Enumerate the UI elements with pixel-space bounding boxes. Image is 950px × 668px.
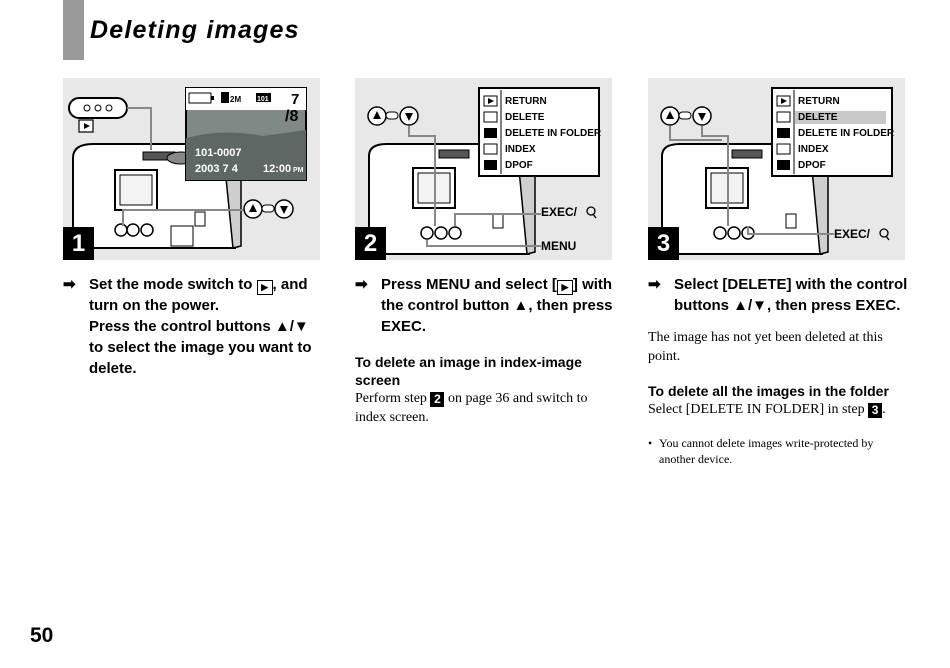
menu-label: MENU — [541, 239, 576, 253]
arrow-icon: ➡ — [63, 276, 76, 293]
index-screen-heading: To delete an image in index-image screen — [355, 354, 582, 388]
index-body-a: Perform step — [355, 391, 431, 406]
page-number: 50 — [30, 624, 54, 647]
playback-icon: ▶ — [556, 280, 573, 295]
bullet-dot: • — [648, 436, 653, 450]
menu-item-dpof: DPOF — [505, 160, 533, 171]
step-1-text-b: , and turn on the power. — [89, 276, 308, 314]
control-buttons-icon — [660, 106, 712, 126]
step-ref-badge: 2 — [430, 392, 445, 407]
arrow-icon: ➡ — [648, 276, 661, 293]
illustration-step-1: 2M 101 7 /8 101-0007 2003 7 4 12:00 PM 1 — [63, 78, 320, 260]
lcd-file-number: 101-0007 — [195, 147, 242, 159]
title-bar-accent — [63, 0, 84, 60]
menu-item-index: INDEX — [798, 144, 829, 155]
page-title: Deleting images — [90, 16, 300, 44]
exec-label: EXEC/ — [541, 205, 578, 219]
illustration-step-2: EXEC/ MENU RETURN DELETE DELETE IN FOLDE… — [355, 78, 612, 260]
step-1-text-a: Set the mode switch to — [89, 276, 257, 293]
menu-item-index: INDEX — [505, 144, 536, 155]
step-1-instructions: ➡ Set the mode switch to ▶, and turn on … — [63, 274, 325, 379]
step-3-text: Select [DELETE] with the control buttons… — [674, 276, 908, 314]
arrow-icon: ➡ — [355, 276, 368, 293]
step-badge-3: 3 — [648, 227, 679, 260]
index-screen-body: Perform step 2 on page 36 and switch to … — [355, 389, 617, 427]
lcd-time-suffix: PM — [293, 167, 304, 174]
lcd-time: 12:00 — [263, 163, 291, 175]
lcd-counter-top: 7 — [291, 91, 299, 108]
menu-item-delete: DELETE — [798, 112, 838, 123]
menu-item-dpof: DPOF — [798, 160, 826, 171]
step-1-text-c: Press the control buttons ▲/▼ to select … — [89, 318, 312, 377]
lcd-counter-bottom: /8 — [285, 108, 298, 125]
camera-illustration-1: 2M 101 7 /8 101-0007 2003 7 4 12:00 PM — [68, 87, 307, 249]
step-badge-2: 2 — [355, 227, 386, 260]
lcd-image-size: 2M — [230, 95, 241, 104]
control-buttons-icon — [367, 106, 419, 126]
exec-label: EXEC/ — [834, 227, 871, 241]
menu-item-return: RETURN — [798, 96, 840, 107]
delete-folder-body-a: Select [DELETE IN FOLDER] in step — [648, 402, 869, 417]
menu-highlight — [795, 111, 886, 124]
lcd-date: 2003 7 4 — [195, 163, 239, 175]
step-3-instructions: ➡ Select [DELETE] with the control butto… — [648, 274, 910, 467]
delete-folder-heading: To delete all the images in the folder — [648, 383, 889, 399]
control-buttons-icon — [243, 199, 294, 219]
step-badge-1: 1 — [63, 227, 94, 260]
illustration-step-3: EXEC/ RETURN DELETE DELETE IN FOLDER IND… — [648, 78, 905, 260]
menu-item-delete-in-folder: DELETE IN FOLDER — [798, 128, 895, 139]
step-ref-badge: 3 — [868, 403, 883, 418]
note-bullet-text: You cannot delete images write-protected… — [659, 436, 874, 466]
delete-folder-body-b: . — [882, 402, 886, 417]
lcd-folder: 101 — [257, 96, 269, 103]
step-2-text-b: ] with the control button ▲, then press … — [381, 276, 613, 335]
index-body-b: on page 36 and switch to index screen. — [355, 391, 588, 425]
camera-illustration-2: EXEC/ MENU RETURN DELETE DELETE IN FOLDE… — [367, 87, 602, 255]
camera-illustration-3: EXEC/ RETURN DELETE DELETE IN FOLDER IND… — [660, 87, 895, 255]
step-2-instructions: ➡ Press MENU and select [▶] with the con… — [355, 274, 617, 427]
menu-item-return: RETURN — [505, 96, 547, 107]
menu-item-delete-in-folder: DELETE IN FOLDER — [505, 128, 602, 139]
menu-item-delete: DELETE — [505, 112, 545, 123]
playback-icon: ▶ — [256, 280, 273, 295]
note-bullet: • You cannot delete images write-protect… — [648, 435, 910, 467]
step-2-text-a: Press MENU and select [ — [381, 276, 557, 293]
delete-folder-body: Select [DELETE IN FOLDER] in step 3. — [648, 400, 910, 419]
not-deleted-note: The image has not yet been deleted at th… — [648, 330, 883, 364]
